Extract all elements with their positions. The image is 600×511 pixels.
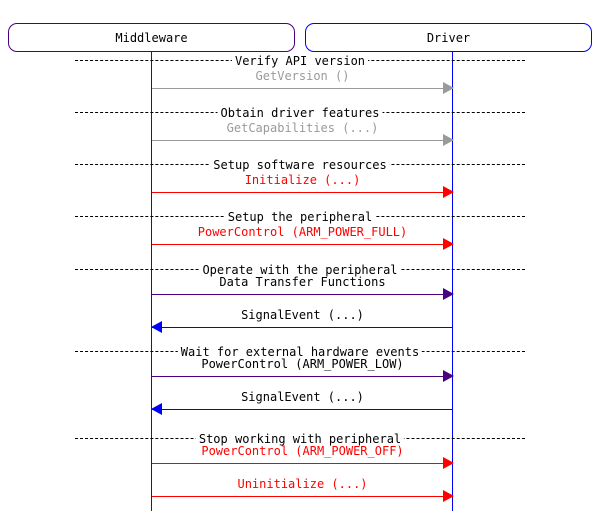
message-powercontrol-arm-power-off[interactable]: PowerControl (ARM_POWER_OFF) [152, 444, 454, 470]
participant-box-driver[interactable]: Driver [305, 23, 592, 52]
message-label: GetVersion () [255, 69, 350, 83]
section-divider-operate-with-the-peripheral: Operate with the peripheral [75, 263, 525, 277]
section-divider-setup-software-resources: Setup software resources [75, 158, 525, 172]
message-uninitialize[interactable]: Uninitialize (...) [152, 477, 454, 503]
participant-box-middleware[interactable]: Middleware [8, 23, 295, 52]
message-arrow-shaft [152, 376, 453, 377]
arrowhead-right-icon [443, 82, 454, 94]
message-signalevent[interactable]: SignalEvent (...) [151, 390, 453, 416]
message-data-transfer-functions[interactable]: Data Transfer Functions [152, 275, 454, 301]
section-caption: Setup software resources [210, 158, 390, 172]
arrowhead-right-icon [443, 370, 454, 382]
arrowhead-left-icon [151, 403, 162, 415]
section-caption: Verify API version [231, 54, 369, 68]
section-caption: Operate with the peripheral [199, 263, 401, 277]
message-signalevent[interactable]: SignalEvent (...) [151, 308, 453, 334]
message-label: SignalEvent (...) [241, 390, 364, 404]
message-powercontrol-arm-power-full[interactable]: PowerControl (ARM_POWER_FULL) [152, 225, 454, 251]
arrowhead-right-icon [443, 238, 454, 250]
section-caption: Obtain driver features [217, 106, 383, 120]
arrowhead-right-icon [443, 134, 454, 146]
message-label: PowerControl (ARM_POWER_FULL) [197, 225, 408, 239]
message-arrow-shaft [152, 294, 453, 295]
message-label: PowerControl (ARM_POWER_LOW) [201, 357, 404, 371]
message-arrow-shaft [152, 88, 453, 89]
message-label: PowerControl (ARM_POWER_OFF) [201, 444, 404, 458]
message-initialize[interactable]: Initialize (...) [152, 173, 454, 199]
section-caption: Setup the peripheral [224, 210, 376, 224]
section-divider-stop-working-with-peripheral: Stop working with peripheral [75, 432, 525, 446]
participant-label-middleware: Middleware [115, 30, 188, 45]
lifeline-driver [452, 51, 453, 511]
message-label: Data Transfer Functions [219, 275, 386, 289]
arrowhead-right-icon [443, 490, 454, 502]
message-label: Uninitialize (...) [237, 477, 368, 491]
section-divider-verify-api-version: Verify API version [75, 54, 525, 68]
section-divider-obtain-driver-features: Obtain driver features [75, 106, 525, 120]
participant-label-driver: Driver [426, 30, 471, 45]
message-arrow-shaft [152, 192, 453, 193]
message-arrow-shaft [152, 244, 453, 245]
message-getcapabilities[interactable]: GetCapabilities (...) [152, 121, 454, 147]
arrowhead-right-icon [443, 288, 454, 300]
message-arrow-shaft [152, 140, 453, 141]
arrowhead-left-icon [151, 321, 162, 333]
message-arrow-shaft [152, 409, 453, 410]
section-caption: Wait for external hardware events [177, 345, 423, 359]
message-getversion[interactable]: GetVersion () [152, 69, 454, 95]
section-divider-wait-for-external-hardware-events: Wait for external hardware events [75, 345, 525, 359]
lifeline-middleware [151, 51, 152, 511]
section-divider-setup-the-peripheral: Setup the peripheral [75, 210, 525, 224]
message-arrow-shaft [152, 463, 453, 464]
message-label: Initialize (...) [244, 173, 361, 187]
section-caption: Stop working with peripheral [195, 432, 405, 446]
message-arrow-shaft [152, 496, 453, 497]
arrowhead-right-icon [443, 186, 454, 198]
message-label: SignalEvent (...) [241, 308, 364, 322]
message-arrow-shaft [152, 327, 453, 328]
message-powercontrol-arm-power-low[interactable]: PowerControl (ARM_POWER_LOW) [152, 357, 454, 383]
message-label: GetCapabilities (...) [226, 121, 379, 135]
arrowhead-right-icon [443, 457, 454, 469]
